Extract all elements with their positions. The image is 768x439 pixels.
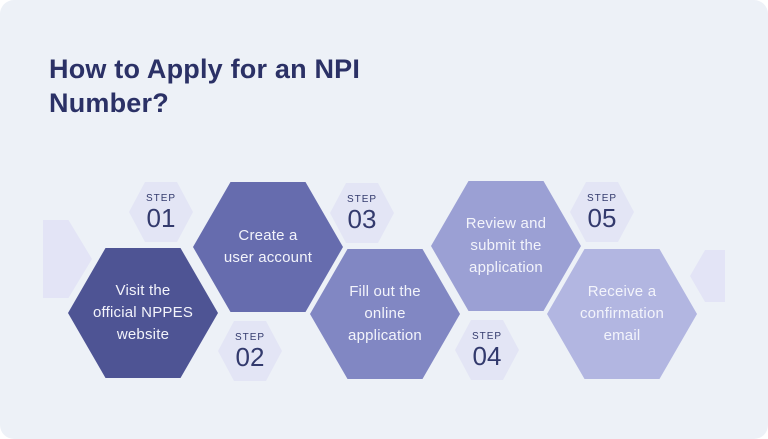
step-2-hexagon: Create a user account [193, 182, 343, 312]
step-1-text: Visit the official NPPES website [92, 282, 194, 343]
step-4-badge-label: STEP [471, 331, 503, 342]
step-4-text: Review and submit the application [465, 215, 547, 276]
step-5-hexagon: Receive a confirmation email [547, 249, 697, 379]
step-1-badge: STEP 01 [129, 182, 193, 242]
step-1-hexagon: Visit the official NPPES website [68, 248, 218, 378]
step-1-badge-number: 01 [146, 203, 176, 233]
step-5-badge-number: 05 [587, 203, 617, 233]
step-2-badge: STEP 02 [218, 321, 282, 381]
step-5-badge: STEP 05 [570, 182, 634, 242]
step-1-badge-label: STEP [145, 193, 177, 204]
page-title: How to Apply for an NPI Number? [49, 54, 361, 118]
step-4-hexagon: Review and submit the application [431, 181, 581, 311]
step-4-badge: STEP 04 [455, 320, 519, 380]
step-2-badge-label: STEP [234, 332, 266, 343]
flow-end-arrow-decoration [690, 250, 725, 302]
step-3-badge: STEP 03 [330, 183, 394, 243]
step-2-text: Create a user account [223, 227, 313, 266]
step-3-badge-label: STEP [346, 194, 378, 205]
step-3-badge-number: 03 [347, 204, 377, 234]
step-5-text: Receive a confirmation email [579, 283, 665, 344]
step-3-hexagon: Fill out the online application [310, 249, 460, 379]
step-5-badge-label: STEP [586, 193, 618, 204]
step-2-badge-number: 02 [235, 342, 265, 372]
step-3-text: Fill out the online application [348, 283, 422, 344]
step-4-badge-number: 04 [472, 341, 502, 371]
